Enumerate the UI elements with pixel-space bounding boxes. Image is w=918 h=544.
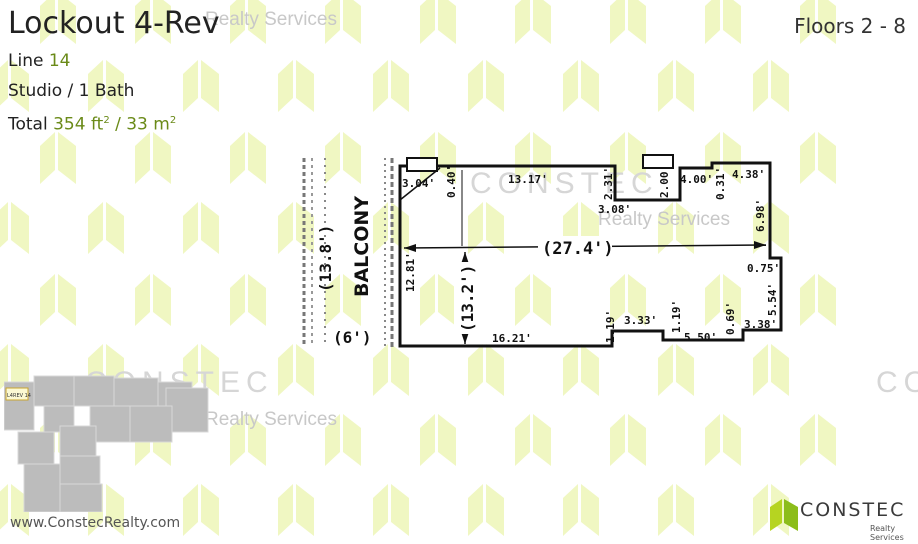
dim-label: 0.31' [714,167,727,200]
dim-label: 2.31' [602,167,615,200]
dim-label: 5.50' [684,331,717,344]
balcony-depth: (13.8') [316,225,335,292]
balcony-label: BALCONY [351,196,373,297]
area-sep: / [109,114,127,135]
unit-title: Lockout 4-Rev [8,6,220,41]
dim-label: 4.38' [732,168,765,181]
room-width: (13.2') [458,265,477,332]
dim-label: 6.98' [754,199,767,232]
floors-label: Floors 2 - 8 [794,14,906,38]
total-label: Total [8,114,48,135]
dim-label: 0.69' [724,302,737,335]
total-area: Total 354 ft2 / 33 m2 [8,106,220,140]
constec-logo: CONSTEC Realty Services [766,495,916,542]
dim-label: 2.00' [658,165,671,198]
logo-sub: Realty Services [870,524,904,542]
room-length: (27.4') [542,239,614,259]
unit-type: Studio / 1 Bath [8,81,135,101]
vent-box [406,157,438,172]
footer-url[interactable]: www.ConstecRealty.com [10,515,181,531]
unit-highlight [5,387,29,401]
dim-label: 13.17' [508,173,548,186]
line-label: Line [8,51,44,71]
watermark-brand-text: CONSTEC [876,366,918,399]
dim-label: 0.40' [445,165,458,198]
dim-label: 1.19' [670,300,683,333]
vent-box [642,154,674,169]
dim-label: 1.19' [604,310,617,343]
dim-label: 3.38' [744,318,777,331]
dim-label: 4.00' [680,173,713,186]
line-value: 14 [48,51,71,71]
dim-label: 3.08' [598,203,631,216]
watermark-brand-text: CONSTEC [470,167,659,200]
dim-label: 16.21' [492,332,532,345]
watermark-sub-text: Realty Services [205,9,337,30]
logo-name: CONSTEC [800,499,906,521]
dim-label: 3.04' [402,177,435,190]
watermark-sub-text: Realty Services [205,409,337,430]
dim-label: 0.75' [747,262,780,275]
watermark-sub-text: Realty Services [598,209,730,230]
constec-logo-icon [770,499,798,531]
line-info: Line 14 [8,46,220,76]
balcony-width: (6') [333,328,372,347]
building-key-map: L4REV 14 [4,375,209,512]
area-ft-sq: 2 [103,115,110,126]
dim-label: 12.81' [404,252,417,292]
unit-tag: L4REV 14 [7,393,31,399]
unit-header: Lockout 4-Rev Line 14 Studio / 1 Bath To… [8,6,220,140]
unit-outline [398,161,783,348]
dim-label: 5.54' [766,283,779,316]
balcony-outline [302,158,394,350]
area-ft: 354 ft [53,114,104,135]
area-m: 33 m [126,114,170,135]
area-m-sq: 2 [169,115,177,126]
dim-label: 3.33' [624,314,657,327]
